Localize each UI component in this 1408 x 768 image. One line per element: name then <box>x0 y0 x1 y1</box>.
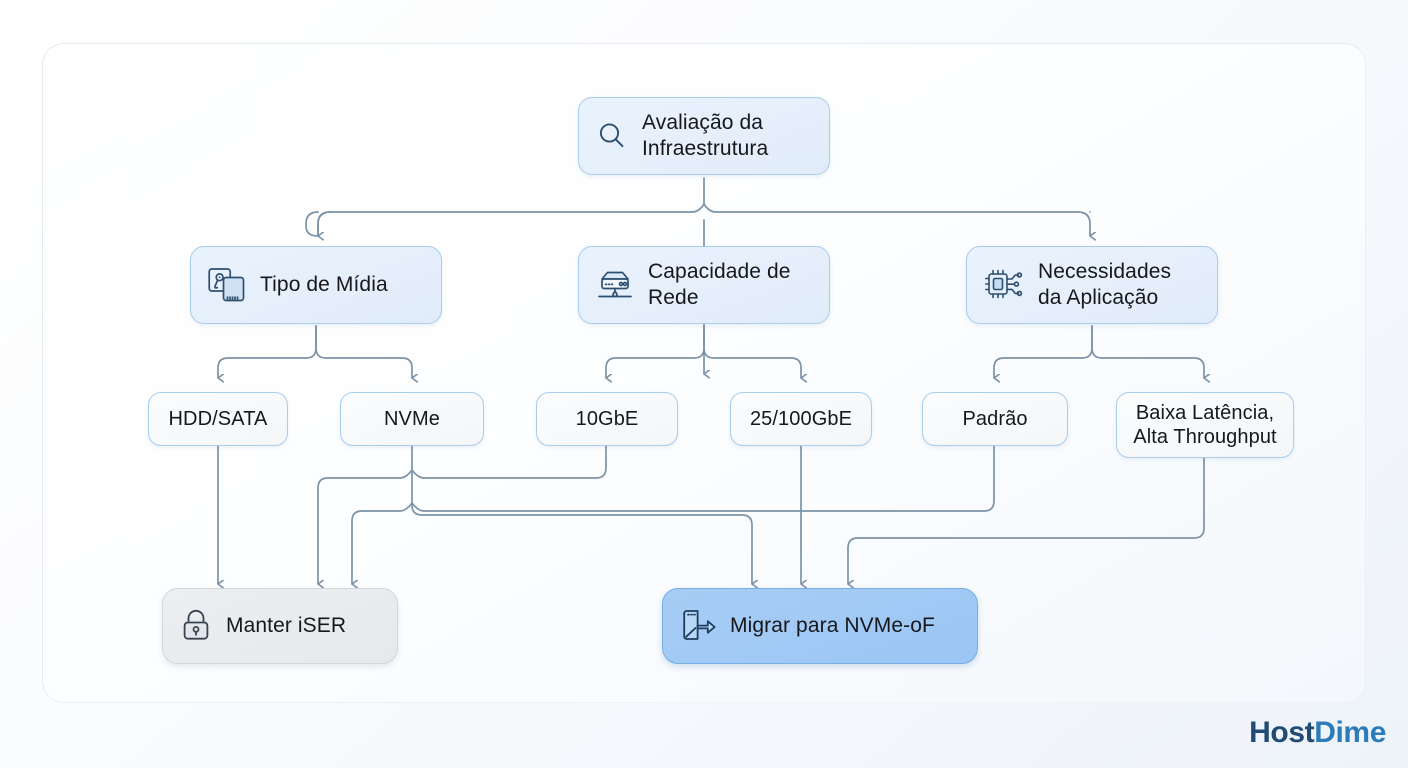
node-avaliacao-da-infraestrutura[interactable]: Avaliação da Infraestrutura <box>578 97 830 175</box>
node-tipo-de-midia[interactable]: Tipo de Mídia <box>190 246 442 324</box>
network-switch-icon <box>595 266 635 304</box>
hard-disk-icon <box>207 266 247 304</box>
node-label: Migrar para NVMe-oF <box>730 614 935 638</box>
node-label: 10GbE <box>575 407 639 430</box>
brand-part-host: Host <box>1249 716 1315 749</box>
node-label: Tipo de Mídia <box>260 273 388 297</box>
brand-part-dime: Dime <box>1314 716 1386 749</box>
node-label: HDD/SATA <box>168 407 268 430</box>
migrate-icon <box>679 607 717 645</box>
node-nvme[interactable]: NVMe <box>340 392 484 446</box>
node-label: Necessidades da Aplicação <box>1038 260 1172 309</box>
node-hdd-sata[interactable]: HDD/SATA <box>148 392 288 446</box>
node-label: 25/100GbE <box>749 407 853 430</box>
node-25-100gbe[interactable]: 25/100GbE <box>730 392 872 446</box>
node-label: Capacidade de Rede <box>648 260 791 309</box>
lock-icon <box>179 608 213 644</box>
node-label: Avaliação da Infraestrutura <box>642 111 769 160</box>
node-label: Manter iSER <box>226 614 347 638</box>
node-padrao[interactable]: Padrão <box>922 392 1068 446</box>
node-label: Baixa Latência, Alta Throughput <box>1133 401 1277 448</box>
node-10gbe[interactable]: 10GbE <box>536 392 678 446</box>
node-label: NVMe <box>384 407 440 430</box>
node-label: Padrão <box>962 407 1028 430</box>
hostdime-logo: Host Dime <box>1249 716 1386 750</box>
node-capacidade-de-rede[interactable]: Capacidade de Rede <box>578 246 830 324</box>
node-baixa-latencia-alta-throughput[interactable]: Baixa Latência, Alta Throughput <box>1116 392 1294 458</box>
node-necessidades-da-aplicacao[interactable]: Necessidades da Aplicação <box>966 246 1218 324</box>
cpu-chip-icon <box>983 265 1025 305</box>
node-migrar-para-nvme-of[interactable]: Migrar para NVMe-oF <box>662 588 978 664</box>
node-manter-iser[interactable]: Manter iSER <box>162 588 398 664</box>
magnifier-icon <box>595 119 629 153</box>
